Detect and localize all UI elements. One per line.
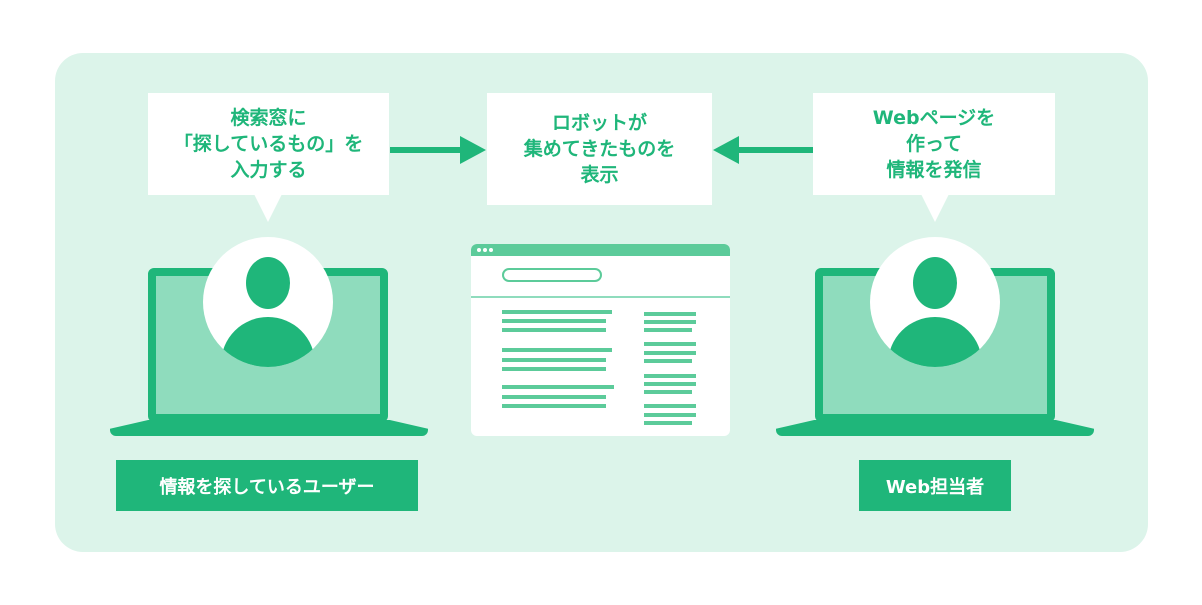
search-results-browser-icon xyxy=(471,244,730,436)
user-speech-bubble: 検索窓に 「探しているもの」を 入力する xyxy=(148,93,389,195)
web-admin-speech-bubble: Webページを 作って 情報を発信 xyxy=(813,93,1055,195)
user-label: 情報を探しているユーザー xyxy=(116,460,418,511)
search-bar-icon xyxy=(502,268,602,282)
bubble-tail xyxy=(921,194,949,222)
bubble-line: 「探しているもの」を xyxy=(173,133,364,155)
box-line: 集めてきたものを xyxy=(523,138,676,160)
web-admin-label: Web担当者 xyxy=(859,460,1011,511)
search-result-box: ロボットが 集めてきたものを 表示 xyxy=(487,93,712,205)
bubble-line: 作って xyxy=(905,133,963,155)
bubble-line: 入力する xyxy=(230,159,307,181)
box-line: ロボットが xyxy=(551,112,647,134)
bubble-tail xyxy=(254,194,282,222)
bubble-line: 情報を発信 xyxy=(886,159,982,181)
bubble-line: 検索窓に xyxy=(230,107,307,129)
box-line: 表示 xyxy=(580,164,619,186)
bubble-line: Webページを xyxy=(872,107,996,129)
user-avatar-icon xyxy=(203,237,333,367)
web-admin-avatar-icon xyxy=(870,237,1000,367)
